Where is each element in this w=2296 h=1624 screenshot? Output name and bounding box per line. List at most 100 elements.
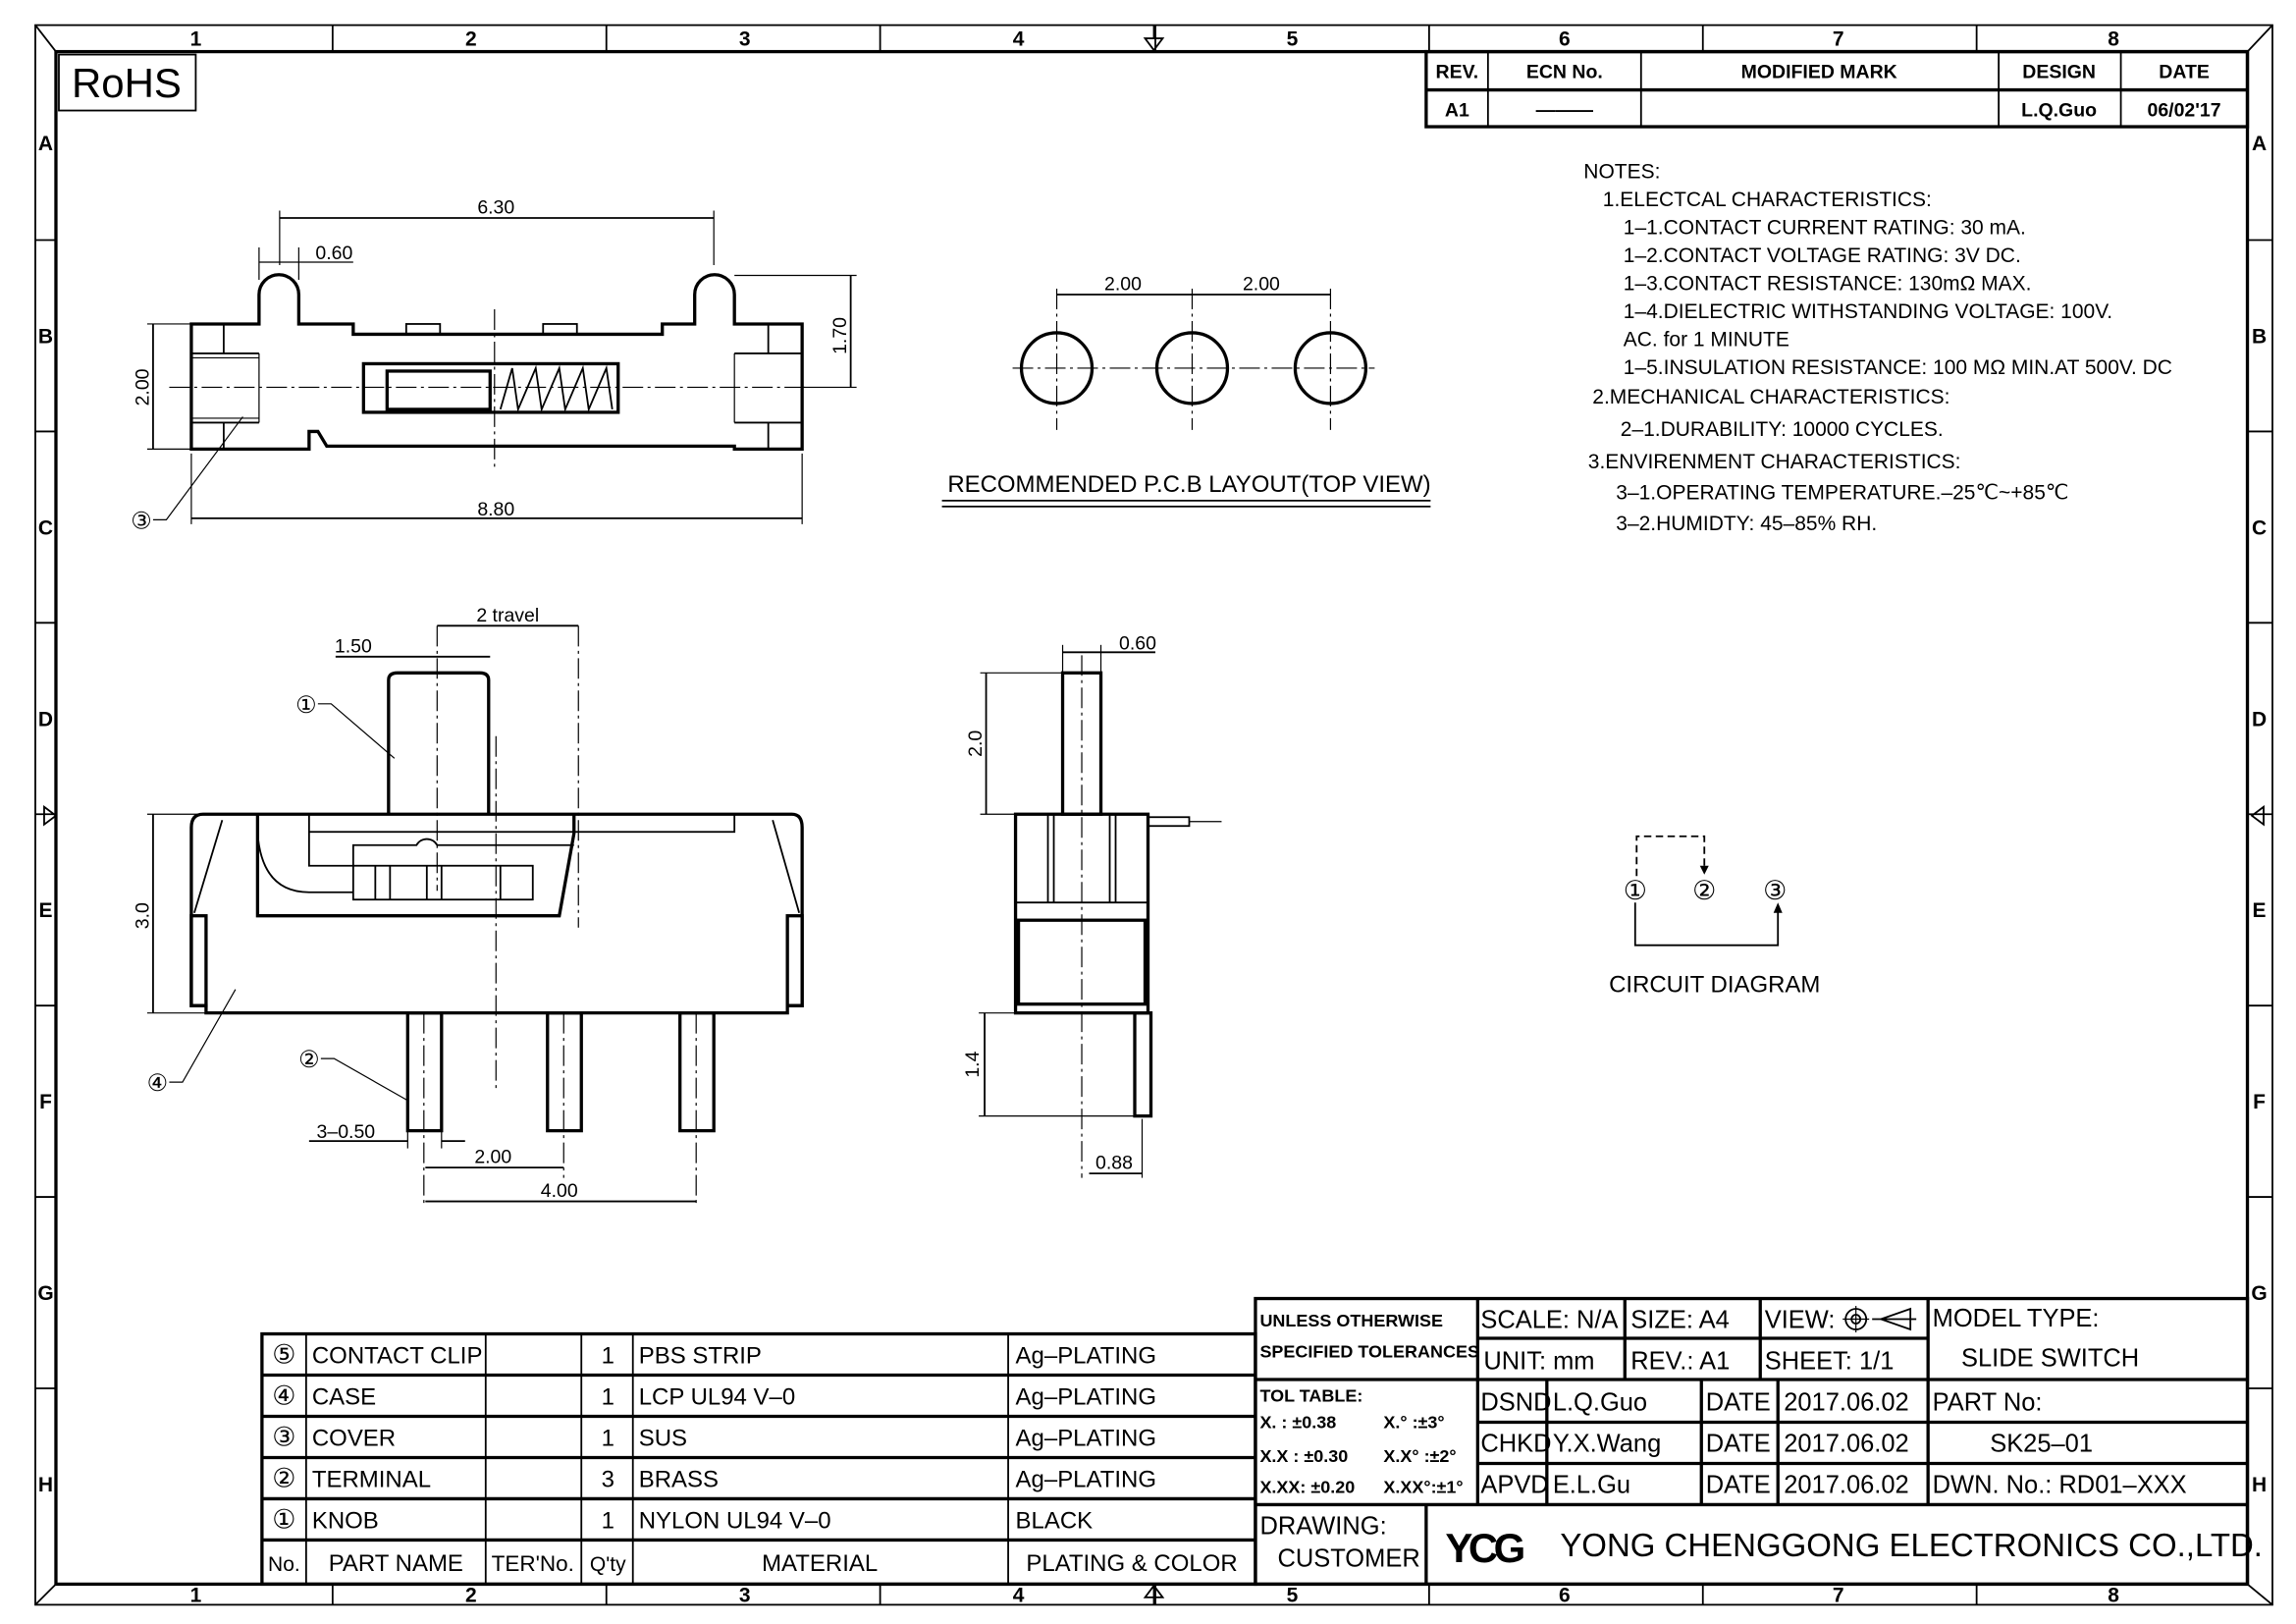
column-marker: 4 <box>1013 1584 1025 1606</box>
bom-item-no: ② <box>272 1463 295 1492</box>
tolerance-header-1: UNLESS OTHERWISE <box>1259 1311 1443 1330</box>
circuit-caption: CIRCUIT DIAGRAM <box>1609 972 1820 999</box>
column-marker: 2 <box>465 28 477 51</box>
date-header: DATE <box>2159 62 2210 83</box>
row-marker: D <box>2252 708 2267 731</box>
row-marker: D <box>38 708 53 731</box>
bom-row: ② TERMINAL 3 BRASS Ag–PLATING <box>272 1463 1156 1492</box>
bom-material: LCP UL94 V–0 <box>639 1383 795 1410</box>
sign-date-label: DATE <box>1706 1471 1771 1498</box>
note-line: 1–3.CONTACT RESISTANCE: 130mΩ MAX. <box>1624 272 2032 295</box>
sheet-field: SHEET: 1/1 <box>1765 1348 1895 1376</box>
column-marker: 7 <box>1833 28 1844 51</box>
center-mark-icon <box>1143 25 1165 52</box>
sign-role: CHKD <box>1480 1430 1551 1457</box>
dim-pcb-pitch-2: 2.00 <box>1243 273 1280 295</box>
bom-header-material: MATERIAL <box>762 1550 878 1577</box>
projection-symbol-icon <box>1842 1306 1917 1333</box>
row-marker: G <box>37 1282 53 1305</box>
rohs-box <box>58 53 197 112</box>
design-value: L.Q.Guo <box>2021 100 2097 122</box>
column-marker: 8 <box>2108 28 2119 51</box>
title-block: UNLESS OTHERWISE SPECIFIED TOLERANCES SC… <box>1254 1296 2263 1587</box>
column-marker: 3 <box>739 1584 751 1606</box>
bom-part-name: CASE <box>312 1383 376 1410</box>
ecn-value: ——— <box>1536 100 1594 122</box>
front-view-drawing: 1.50 2 travel 3.0 3–0.50 2.00 4.00 ① ② ④ <box>132 605 804 1208</box>
dim-height: 2.00 <box>132 368 153 406</box>
sign-name: Y.X.Wang <box>1553 1430 1661 1457</box>
bom-qty: 3 <box>602 1466 614 1492</box>
balloon-case: ④ <box>147 1070 169 1097</box>
note-line: 2.MECHANICAL CHARACTERISTICS: <box>1592 386 1949 408</box>
bom-item-no: ① <box>272 1504 295 1534</box>
bom-part-name: KNOB <box>312 1507 379 1534</box>
bom-plating: BLACK <box>1016 1507 1094 1534</box>
sign-date: 2017.06.02 <box>1784 1471 1908 1498</box>
dim-pcb-pitch-1: 2.00 <box>1104 273 1142 295</box>
dim-travel: 2 travel <box>476 605 539 626</box>
note-line: 3–1.OPERATING TEMPERATURE.–25℃~+85℃ <box>1616 481 2068 504</box>
tol-value: X.X° :±2° <box>1383 1446 1456 1466</box>
circuit-node-3: ③ <box>1763 876 1787 905</box>
note-line: 1–1.CONTACT CURRENT RATING: 30 mA. <box>1624 217 2026 240</box>
note-line: 1–5.INSULATION RESISTANCE: 100 MΩ MIN.AT… <box>1624 356 2172 379</box>
sign-name: L.Q.Guo <box>1553 1388 1647 1416</box>
tol-value: X.° :±3° <box>1383 1412 1444 1432</box>
design-header: DESIGN <box>2022 62 2096 83</box>
bom-row: ⑤ CONTACT CLIP 1 PBS STRIP Ag–PLATING <box>272 1340 1156 1370</box>
row-marker: H <box>2252 1474 2267 1496</box>
sign-date: 2017.06.02 <box>1784 1388 1908 1416</box>
row-marker: G <box>2251 1282 2267 1305</box>
tolerance-header-2: SPECIFIED TOLERANCES <box>1259 1342 1479 1362</box>
column-marker: 1 <box>190 28 202 51</box>
size-field: SIZE: A4 <box>1630 1307 1730 1334</box>
bom-plating: Ag–PLATING <box>1016 1343 1156 1370</box>
bom-row: ③ COVER 1 SUS Ag–PLATING <box>272 1422 1156 1451</box>
drawing-value: CUSTOMER <box>1277 1544 1419 1572</box>
dim-pitch-4mm: 4.00 <box>541 1180 578 1202</box>
row-marker: C <box>38 516 53 539</box>
bom-header-part-name: PART NAME <box>329 1550 463 1577</box>
drawing-number: DWN. No.: RD01–XXX <box>1933 1471 2187 1498</box>
revision-table: REV. ECN No. MODIFIED MARK DESIGN DATE A… <box>1424 49 2250 129</box>
model-type-value: SLIDE SWITCH <box>1961 1345 2139 1373</box>
bom-item-no: ④ <box>272 1380 295 1410</box>
pcb-layout-drawing: 2.00 2.00 RECOMMENDED P.C.B LAYOUT(TOP V… <box>941 273 1431 508</box>
dim-body-height: 3.0 <box>132 902 153 929</box>
dim-pin-length: 1.4 <box>962 1051 984 1077</box>
bom-qty: 1 <box>602 1343 614 1370</box>
balloon-cover: ③ <box>131 508 152 534</box>
dim-pitch-2mm: 2.00 <box>474 1147 511 1168</box>
tol-value: X.XX: ±0.20 <box>1259 1477 1355 1496</box>
tol-value: X. : ±0.38 <box>1259 1412 1336 1432</box>
sign-role: APVD <box>1480 1471 1548 1498</box>
note-line: 1–4.DIELECTRIC WITHSTANDING VOLTAGE: 100… <box>1624 300 2112 323</box>
company-logo: YCG <box>1445 1525 1523 1571</box>
bom-qty: 1 <box>602 1383 614 1410</box>
dim-knob-thickness: 0.60 <box>1119 632 1156 654</box>
row-marker: A <box>38 133 53 155</box>
bom-header-ter-no: TER'No. <box>492 1551 574 1576</box>
column-marker: 1 <box>190 1584 202 1606</box>
dim-pin-pitch: 6.30 <box>477 197 514 219</box>
tol-value: X.X : ±0.30 <box>1259 1446 1348 1466</box>
circuit-diagram: ① ② ③ CIRCUIT DIAGRAM <box>1609 835 1820 999</box>
modified-mark-header: MODIFIED MARK <box>1741 62 1897 83</box>
bom-material: SUS <box>639 1425 687 1451</box>
bom-plating: Ag–PLATING <box>1016 1466 1156 1492</box>
date-value: 06/02'17 <box>2148 100 2221 122</box>
balloon-terminal: ② <box>298 1047 320 1073</box>
column-marker: 5 <box>1287 28 1299 51</box>
balloon-knob: ① <box>295 692 317 719</box>
bom-part-name: TERMINAL <box>312 1466 431 1492</box>
note-line: 1–2.CONTACT VOLTAGE RATING: 3V DC. <box>1624 244 2021 267</box>
part-no-value: SK25–01 <box>1990 1430 2093 1457</box>
row-marker: E <box>38 899 52 922</box>
bom-row: ① KNOB 1 NYLON UL94 V–0 BLACK <box>272 1504 1093 1534</box>
pcb-layout-caption: RECOMMENDED P.C.B LAYOUT(TOP VIEW) <box>947 471 1430 498</box>
sign-name: E.L.Gu <box>1553 1471 1630 1498</box>
center-mark-icon <box>2250 804 2265 827</box>
rev-value: A1 <box>1445 100 1469 122</box>
